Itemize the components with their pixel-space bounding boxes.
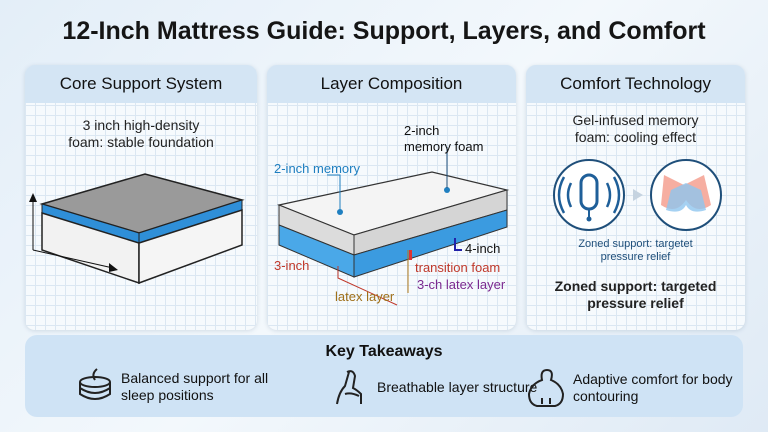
label-2-inch-memory: 2-inch memory	[274, 161, 360, 176]
label-top-memory-foam: 2-inch memory foam	[404, 123, 484, 154]
panel-heading: Core Support System	[25, 65, 257, 103]
core-support-panel: Core Support System 3 inch high-density …	[25, 65, 257, 330]
cooling-pressure-illustration	[553, 159, 722, 231]
panel-description: 3 inch high-density foam: stable foundat…	[68, 117, 214, 150]
panel-description: Gel-infused memory foam: cooling effect	[572, 112, 699, 145]
takeaway-item: Adaptive comfort for body contouring	[527, 368, 753, 408]
takeaway-text: Adaptive comfort for body contouring	[573, 371, 733, 404]
panel-heading: Comfort Technology	[526, 65, 745, 103]
label-3ch-latex: 3-ch latex layer	[417, 277, 506, 292]
takeaway-item: Breathable layer structure	[333, 368, 557, 406]
label-4-inch: 4-inch	[465, 241, 501, 256]
takeaway-text: Balanced support for all sleep positions	[121, 370, 269, 403]
foam-block-illustration	[29, 173, 245, 285]
panel-heading: Layer Composition	[267, 65, 516, 103]
small-caption: Zoned support: targetet pressure relief	[578, 238, 693, 263]
label-latex-layer: latex layer	[335, 289, 395, 304]
takeaway-item: Balanced support for all sleep positions	[77, 368, 301, 406]
page-title: 12-Inch Mattress Guide: Support, Layers,…	[62, 17, 706, 45]
cooling-icon	[553, 159, 625, 231]
mattress-layers-illustration	[276, 147, 510, 306]
layers-icon	[79, 368, 111, 400]
person-seated-icon	[336, 370, 362, 405]
body-contour-icon	[527, 368, 565, 407]
caption: Zoned support: targeted pressure relief	[554, 278, 717, 311]
key-takeaways: Key Takeaways Balanced support for all s…	[25, 335, 743, 417]
layer-composition-panel: Layer Composition 2-inch memory foam 2-i…	[267, 65, 516, 330]
takeaway-text: Breathable layer structure	[377, 378, 538, 395]
label-3-inch: 3-inch	[274, 258, 310, 273]
takeaways-heading: Key Takeaways	[325, 343, 443, 360]
comfort-technology-panel: Comfort Technology Gel-infused memory fo…	[526, 65, 745, 330]
label-transition-foam: transition foam	[415, 260, 501, 275]
